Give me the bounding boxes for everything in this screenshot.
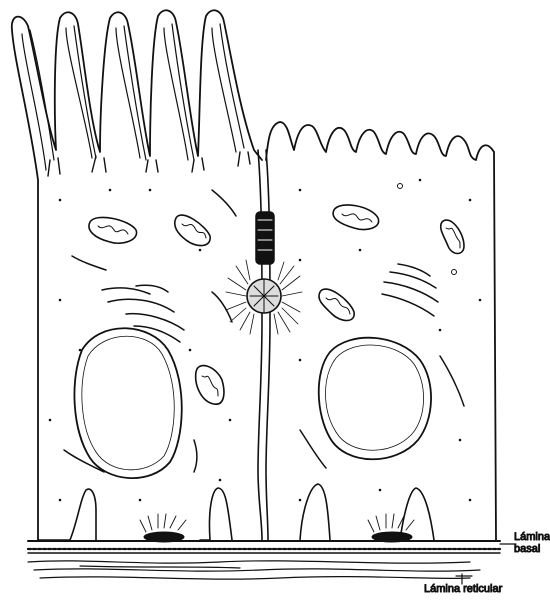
basal-lamina-label-1: Lámina bbox=[514, 531, 550, 543]
basal-infoldings bbox=[38, 484, 434, 540]
right-er bbox=[300, 356, 464, 468]
left-mitochondria bbox=[89, 215, 224, 404]
left-nucleus bbox=[74, 328, 181, 478]
lateral-membranes bbox=[258, 150, 270, 540]
reticular-lamina bbox=[28, 561, 480, 579]
basal-lamina bbox=[28, 541, 500, 553]
right-golgi bbox=[382, 264, 438, 316]
right-mitochondria bbox=[319, 205, 464, 321]
reticular-lamina-label: Lámina reticular bbox=[424, 583, 503, 595]
junctional-complex bbox=[247, 212, 281, 313]
right-cell-outline bbox=[266, 122, 496, 540]
basal-lamina-label-2: basal bbox=[514, 543, 540, 555]
left-cell-outline bbox=[12, 10, 262, 540]
left-golgi bbox=[102, 285, 184, 342]
left-er bbox=[64, 190, 236, 472]
hemidesmosomes bbox=[140, 514, 414, 542]
right-nucleus bbox=[319, 338, 431, 460]
